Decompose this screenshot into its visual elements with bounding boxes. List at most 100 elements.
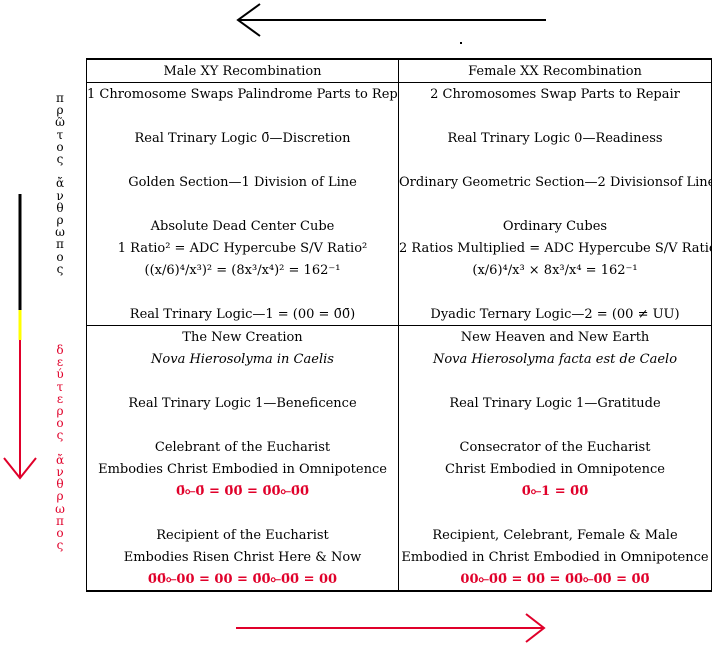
table-cell-left: 1 Ratio² = ADC Hypercube S/V Ratio² <box>86 237 399 259</box>
side-letter: ω <box>55 225 65 240</box>
side-letter: ν <box>56 188 64 203</box>
side-letter: ύ <box>56 367 64 382</box>
table-cell-left: 0̄⟜0̄ = 0̄0̄ = 0̄0̄⟜0̄0̄ <box>86 480 399 502</box>
table-cell-right: Real Trinary Logic 0—Readiness <box>398 127 712 149</box>
table-cell-left: Nova Hierosolyma in Caelis <box>86 348 399 370</box>
table-cell-right: Ordinary Geometric Section—2 Divisionsof… <box>398 171 712 193</box>
table-row <box>86 502 712 524</box>
side-letter: ο <box>56 139 64 154</box>
right-arrow-icon <box>236 613 546 643</box>
side-letter: ο <box>56 249 64 264</box>
table-cell-right: 00⟜0̄0̄ = 0̄0̄ = 0̄0̄⟜0̄0̄ = 0̄0̄ <box>398 568 712 592</box>
table-row <box>86 414 712 436</box>
table-cell-right <box>398 193 712 215</box>
table-row <box>86 370 712 392</box>
side-letter: δ <box>56 343 64 357</box>
side-letter: θ <box>56 200 64 215</box>
table-cell-right: Consecrator of the Eucharist <box>398 436 712 458</box>
side-letter: ο <box>56 526 64 541</box>
side-letter: ς <box>56 261 64 276</box>
table-cell-right: Nova Hierosolyma facta est de Caelo <box>398 348 712 370</box>
table-row <box>86 193 712 215</box>
table-row: Real Trinary Logic—1 = (00 = 0̄0̄)Dyadic… <box>86 303 712 326</box>
table-cell-left: ((x/6)⁴/x³)² = (8x³/x⁴)² = 162⁻¹ <box>86 259 399 281</box>
table-cell-left: Embodies Risen Christ Here & Now <box>86 546 399 568</box>
table-cell-left <box>86 193 399 215</box>
header-right: Female XX Recombination <box>398 58 712 83</box>
table-cell-right <box>398 502 712 524</box>
table-cell-left: 1 Chromosome Swaps Palindrome Parts to R… <box>86 82 399 105</box>
table-cell-right: 2 Ratios Multiplied = ADC Hypercube S/V … <box>398 237 712 259</box>
table-cell-right <box>398 281 712 303</box>
side-letter: ν <box>56 465 64 480</box>
side-letter: ἄ <box>55 452 65 467</box>
left-arrow-icon <box>236 3 546 37</box>
table-cell-left: Golden Section—1 Division of Line <box>86 171 399 193</box>
side-letter: ς <box>56 538 64 553</box>
table-row: ((x/6)⁴/x³)² = (8x³/x⁴)² = 162⁻¹(x/6)⁴/x… <box>86 259 712 281</box>
table-cell-left: The New Creation <box>86 325 399 348</box>
table-cell-right: Christ Embodied in Omnipotence <box>398 458 712 480</box>
table-cell-left: Real Trinary Logic 1—Beneficence <box>86 392 399 414</box>
side-letter: ρ <box>56 103 64 118</box>
table-row: 0̄⟜0̄ = 0̄0̄ = 0̄0̄⟜0̄0̄0̄⟜1 = 0̄0̄ <box>86 480 712 502</box>
side-letter: ο <box>56 416 64 431</box>
table-cell-right: 0̄⟜1 = 0̄0̄ <box>398 480 712 502</box>
table-cell-right <box>398 370 712 392</box>
side-letter: τ <box>56 127 64 142</box>
table-cell-left <box>86 281 399 303</box>
side-letter: ρ <box>56 404 64 419</box>
table-cell-left <box>86 502 399 524</box>
table-cell-left: Real Trinary Logic—1 = (00 = 0̄0̄) <box>86 303 399 326</box>
side-letter: π <box>56 513 64 528</box>
side-letter: θ <box>56 477 64 492</box>
table-cell-left: Recipient of the Eucharist <box>86 524 399 546</box>
table-cell-right: New Heaven and New Earth <box>398 325 712 348</box>
table-cell-left <box>86 149 399 171</box>
side-letter: ῶ <box>55 115 65 130</box>
table-cell-right: (x/6)⁴/x³ × 8x³/x⁴ = 162⁻¹ <box>398 259 712 281</box>
table-row: 1 Chromosome Swaps Palindrome Parts to R… <box>86 82 712 105</box>
side-letter <box>52 442 68 454</box>
table-cell-left <box>86 414 399 436</box>
side-letter: ω <box>55 501 65 516</box>
table-cell-left: Real Trinary Logic 0̄—Discretion <box>86 127 399 149</box>
recombination-table: Male XY Recombination Female XX Recombin… <box>86 58 712 592</box>
table-cell-right: Real Trinary Logic 1—Gratitude <box>398 392 712 414</box>
table-cell-left: Embodies Christ Embodied in Omnipotence <box>86 458 399 480</box>
side-letter: π <box>56 237 64 252</box>
table-cell-right <box>398 149 712 171</box>
table-cell-left: Absolute Dead Center Cube <box>86 215 399 237</box>
table-cell-right: 2 Chromosomes Swap Parts to Repair <box>398 82 712 105</box>
table-row <box>86 281 712 303</box>
table-row <box>86 149 712 171</box>
side-letter: ς <box>56 428 64 443</box>
table-cell-right: Embodied in Christ Embodied in Omnipoten… <box>398 546 712 568</box>
table-cell-right: Recipient, Celebrant, Female & Male <box>398 524 712 546</box>
side-letter: ε <box>56 391 64 406</box>
table-cell-right: Ordinary Cubes <box>398 215 712 237</box>
dot-mark <box>460 42 462 44</box>
down-arrow-icon <box>3 194 37 480</box>
side-letter: ρ <box>56 489 64 504</box>
table-cell-right: Dyadic Ternary Logic—2 = (00 ≠ UU) <box>398 303 712 326</box>
side-letter: ε <box>56 355 64 370</box>
table-row <box>86 105 712 127</box>
table-cell-left <box>86 105 399 127</box>
table-cell-left: Celebrant of the Eucharist <box>86 436 399 458</box>
header-left: Male XY Recombination <box>86 58 399 83</box>
table-cell-left: 0̄0̄⟜00 = 00 = 0̄0̄⟜0̄0̄ = 00 <box>86 568 399 592</box>
